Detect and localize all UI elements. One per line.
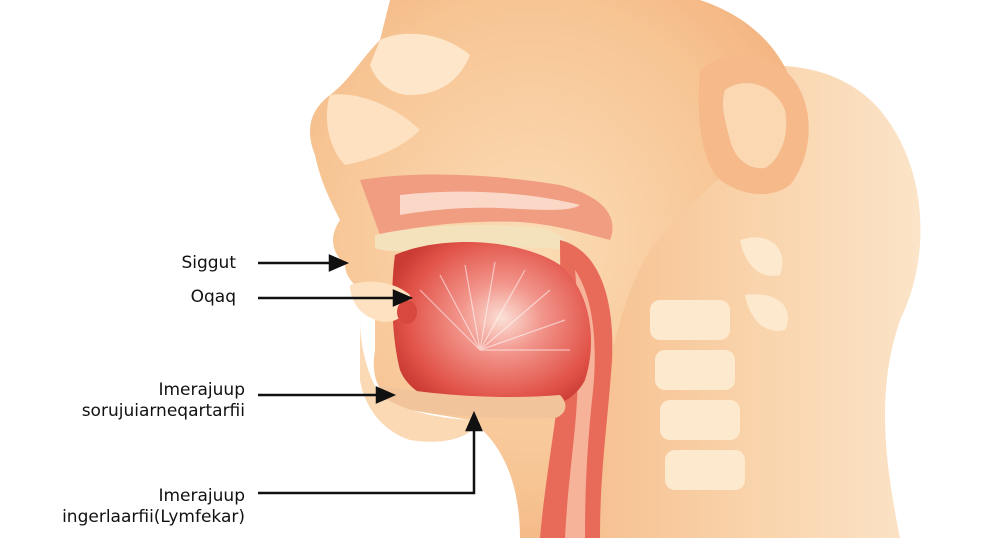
- label-siggut: Siggut: [181, 253, 236, 274]
- label-lymph-line1: Imerajuup: [62, 486, 245, 507]
- label-oqaq: Oqaq: [191, 287, 236, 308]
- label-salivary-line1: Imerajuup: [82, 380, 245, 401]
- tongue-shape: [392, 242, 591, 412]
- label-salivary-line2: sorujuiarneqartarfii: [82, 401, 245, 422]
- label-lymph-line2: ingerlaarfii(Lymfekar): [62, 507, 245, 528]
- label-salivary: Imerajuup sorujuiarneqartarfii: [82, 380, 245, 422]
- label-lymph: Imerajuup ingerlaarfii(Lymfekar): [62, 486, 245, 528]
